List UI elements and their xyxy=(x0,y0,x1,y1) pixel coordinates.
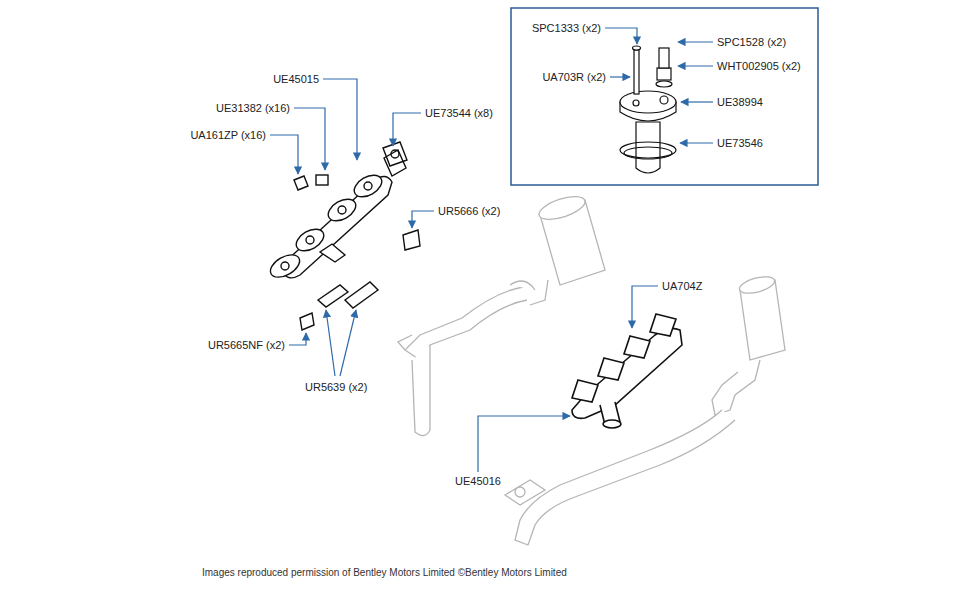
part-number: UR5639 (x2) xyxy=(305,380,367,394)
part-number: UA161ZP (x16) xyxy=(190,128,266,142)
exhaust-manifold xyxy=(572,314,682,428)
part-number: SPC1333 (x2) xyxy=(532,21,601,35)
part-number: UE31382 (x16) xyxy=(216,101,290,115)
exhaust-manifold xyxy=(267,142,420,330)
adaptor-drawing xyxy=(620,46,676,173)
inset-frame xyxy=(511,8,818,185)
part-number: UA704Z xyxy=(662,279,702,293)
part-number: UE45016 xyxy=(455,474,501,488)
part-number: UE45015 xyxy=(273,72,319,86)
part-number: UE38994 xyxy=(717,95,763,109)
exhaust-system xyxy=(398,192,785,545)
leader-lines xyxy=(270,28,713,472)
part-number: UE73544 (x8) xyxy=(425,106,493,120)
part-number: UR5665NF (x2) xyxy=(208,338,285,352)
part-number: UE73546 xyxy=(717,136,763,150)
part-number: WHT002905 (x2) xyxy=(717,59,801,73)
part-number: SPC1528 (x2) xyxy=(717,35,786,49)
part-number: UR5666 (x2) xyxy=(438,204,500,218)
copyright-note: Images reproduced permission of Bentley … xyxy=(202,566,567,580)
part-number: UA703R (x2) xyxy=(542,70,606,84)
